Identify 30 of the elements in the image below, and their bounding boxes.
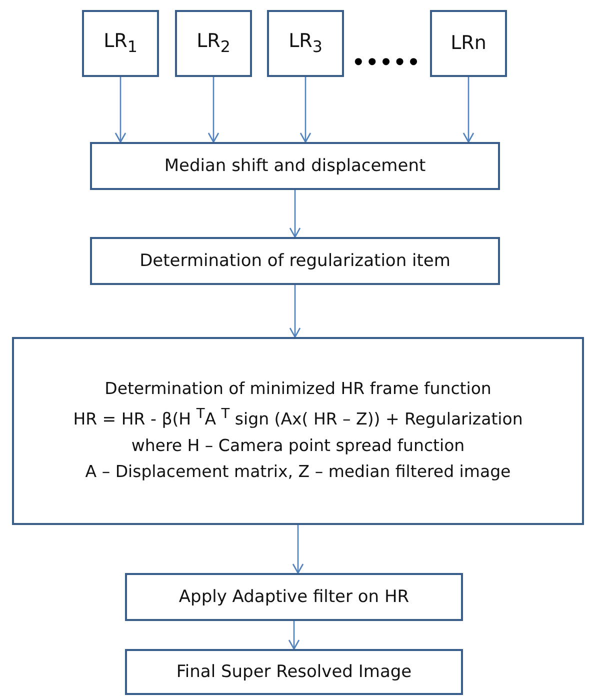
input-frame-box: [430, 10, 507, 77]
arrow: [114, 77, 126, 143]
arrow: [300, 77, 312, 143]
arrow: [288, 621, 300, 650]
process-box: [125, 573, 463, 621]
input-frame-box: [82, 10, 159, 77]
input-frame-box: [175, 10, 252, 77]
node-text: LR$_{1}$: [104, 29, 138, 58]
node-text: Determination of regularization item: [140, 250, 450, 272]
process-box: [90, 142, 500, 190]
node-text: Final Super Resolved Image: [176, 660, 412, 684]
input-frame-box: [267, 10, 344, 77]
node-text: where H – Camera point spread function: [131, 434, 465, 457]
ellipsis-dots: •••••: [352, 50, 421, 74]
process-box: [90, 237, 500, 285]
arrow: [208, 77, 220, 143]
node-text: Apply Adaptive filter on HR: [178, 586, 410, 608]
arrow: [289, 190, 301, 238]
node-text: LR$_{2}$: [196, 29, 230, 58]
arrow: [462, 77, 474, 143]
node-text: LRn: [450, 30, 486, 56]
arrow: [292, 525, 304, 574]
process-box: [12, 337, 584, 525]
formula-text: HR = HR - β(H $^{T}$A $^{T}$ sign (Ax( HR – Z)) + Regularization: [73, 404, 523, 430]
node-text: LR$_{3}$: [288, 29, 322, 58]
node-text: Determination of minimized HR frame function: [104, 378, 492, 400]
output-box: [125, 649, 463, 695]
node-text: A – Displacement matrix, Z – median filtered image: [85, 461, 511, 484]
arrow: [289, 285, 301, 338]
node-text: Median shift and displacement: [164, 154, 426, 178]
